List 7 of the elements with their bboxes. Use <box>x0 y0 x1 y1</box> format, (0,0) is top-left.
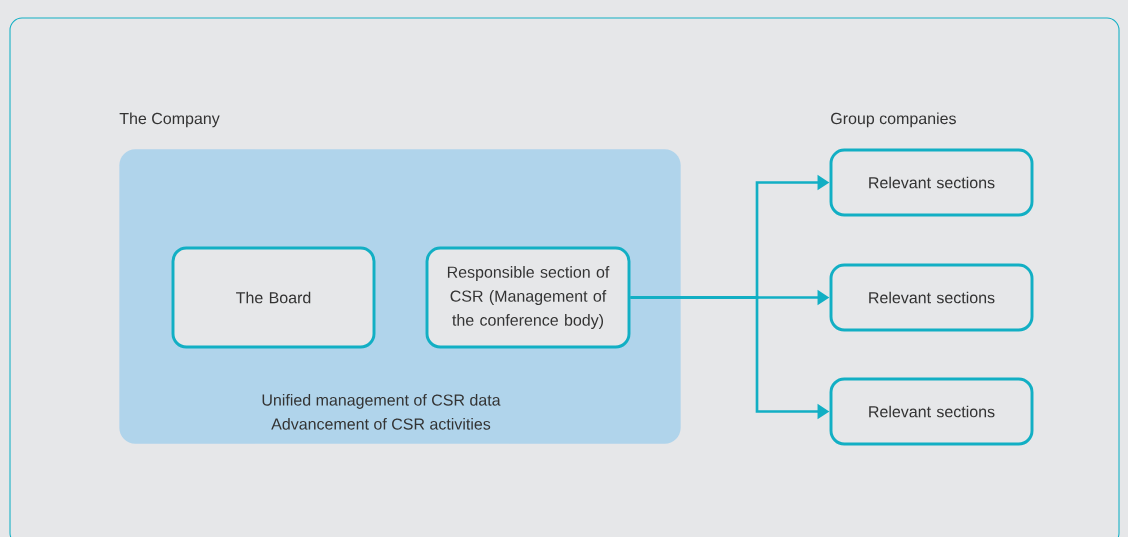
section-box: Relevant sections <box>829 148 1034 217</box>
section-box: The Board <box>171 246 376 349</box>
node-label: The Company <box>119 112 220 128</box>
section-box: Relevant sections <box>829 263 1034 332</box>
section-box: Responsible section of CSR (Management of the conference body) <box>425 246 631 349</box>
section-box: Relevant sections <box>829 377 1034 446</box>
group-heading: Group companies <box>831 112 956 128</box>
